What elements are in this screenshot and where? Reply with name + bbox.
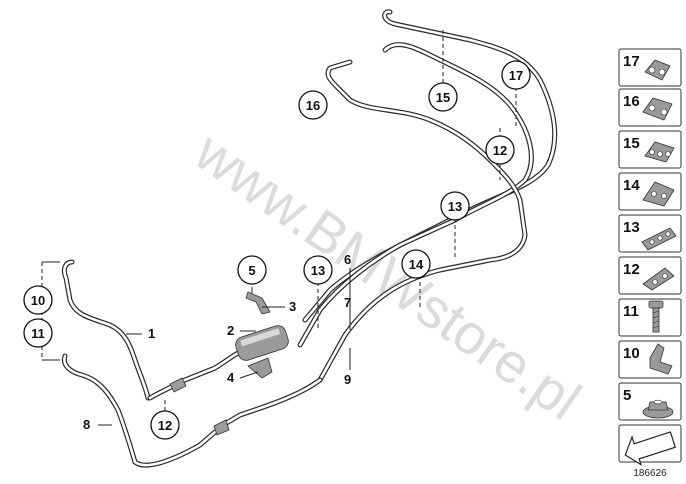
svg-text:10: 10 [31,293,45,308]
callout-12-lower: 12 [150,410,180,440]
svg-text:15: 15 [436,90,450,105]
callout-15: 15 [428,82,458,112]
svg-text:5: 5 [623,387,631,404]
diagram-id: 186626 [633,468,667,479]
callout-13-right: 13 [440,191,470,221]
pipe-clip-pair-icon [642,267,675,291]
callout-3: 3 [289,299,296,314]
callout-6: 6 [344,252,351,267]
callout-12-upper: 12 [485,135,515,165]
bracket-clip-icon [649,343,673,375]
svg-text:10: 10 [623,345,640,362]
svg-text:12: 12 [623,261,640,278]
pipe-clip-stacked-icon [642,181,675,207]
callout-4: 4 [227,370,235,385]
callout-7: 7 [344,295,351,310]
legend-item-15: 15 [618,130,682,169]
pipe-clip-quad-icon [644,141,675,163]
svg-text:13: 13 [311,263,325,278]
callout-13-left: 13 [303,255,333,285]
legend-item-14: 14 [618,172,682,211]
leader-lines [98,268,351,426]
pipe-clip-double-icon [642,97,673,121]
svg-text:14: 14 [409,257,424,272]
svg-text:12: 12 [493,143,507,158]
pipe-clip-flat-icon [641,227,677,251]
callout-8: 8 [83,417,90,432]
legend-item-12: 12 [618,256,682,295]
legend-item-13: 13 [618,214,682,253]
callout-5: 5 [237,255,267,285]
svg-text:13: 13 [448,199,462,214]
fuel-lines [61,9,558,468]
legend-item-17: 17 [618,48,682,87]
svg-text:13: 13 [623,219,640,236]
svg-text:17: 17 [623,53,640,70]
svg-text:11: 11 [31,326,45,341]
callout-10: 10 [23,285,53,315]
callout-17: 17 [501,60,531,90]
hex-nut-icon [642,399,674,419]
pipe-clip-triple-icon [644,59,671,81]
svg-text:12: 12 [158,418,172,433]
callout-11: 11 [23,318,53,348]
callout-9: 9 [344,372,351,387]
svg-text:16: 16 [623,93,640,110]
svg-text:15: 15 [623,135,640,152]
screw-icon [648,300,664,333]
svg-text:11: 11 [623,303,639,320]
legend-item-10: 10 [618,340,682,379]
callout-1: 1 [148,326,155,341]
legend-item-arrow [618,424,682,466]
callout-14: 14 [401,249,431,279]
svg-text:14: 14 [623,177,640,194]
legend-item-16: 16 [618,88,682,127]
legend-item-5: 5 [618,382,682,421]
svg-text:16: 16 [306,98,320,113]
direction-arrow-icon [624,431,677,466]
parts-legend: 17 16 15 [618,48,682,466]
fuel-filter [169,291,289,436]
svg-text:17: 17 [509,68,523,83]
legend-item-11: 11 [618,298,682,337]
callout-2: 2 [227,323,234,338]
callout-16: 16 [298,90,328,120]
svg-text:5: 5 [248,263,255,278]
